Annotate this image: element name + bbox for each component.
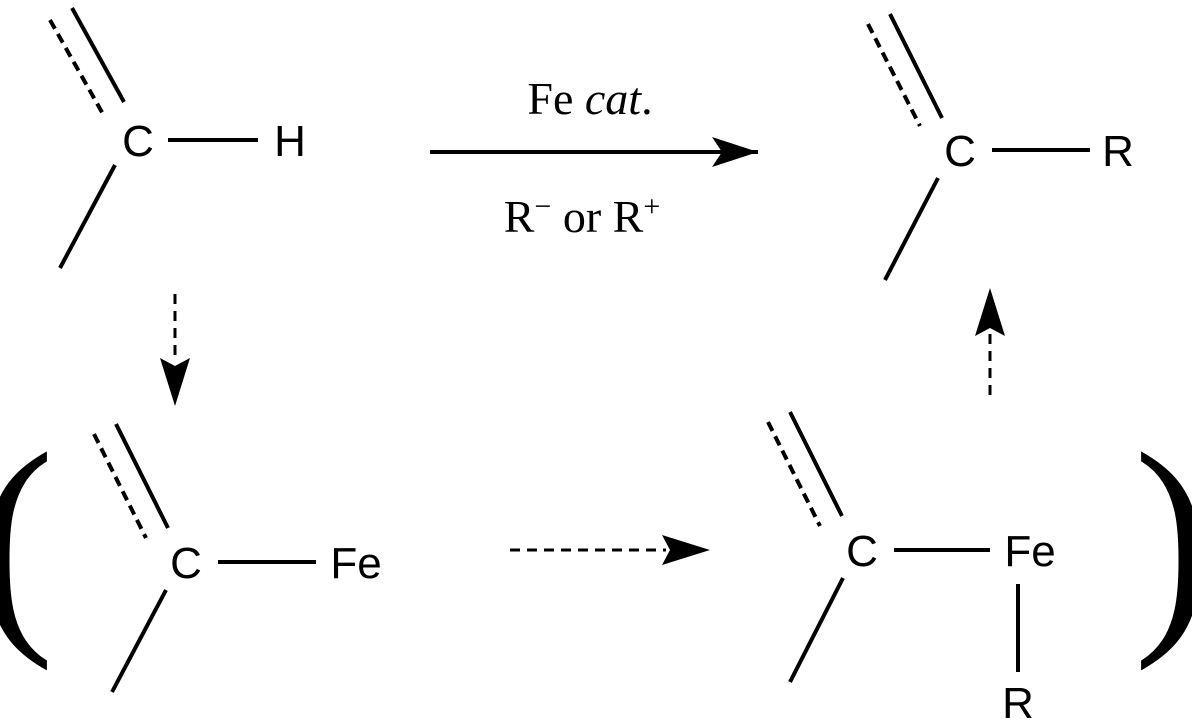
close-bracket: ) <box>1134 405 1192 672</box>
single-bond-down <box>788 577 845 683</box>
intermediate-brackets: ( ) <box>0 405 1192 672</box>
catalyst-label: Fe cat. <box>527 73 652 124</box>
open-bracket: ( <box>0 405 54 672</box>
double-bond-solid <box>70 7 126 103</box>
reagent-label: R− or R+ <box>504 190 661 243</box>
product-cr: C R <box>866 13 1134 281</box>
carbon-label: C <box>122 117 154 166</box>
hydrogen-label: H <box>274 117 306 166</box>
r-group-label: R <box>1102 127 1134 176</box>
carbon-label: C <box>170 539 202 588</box>
iron-label: Fe <box>1004 527 1055 576</box>
double-bond-dashed <box>48 19 105 115</box>
substrate-ch: C H <box>48 7 306 269</box>
carbon-label: C <box>846 527 878 576</box>
reaction-arrow: Fe cat. R− or R+ <box>430 73 758 242</box>
double-bond-solid <box>788 411 844 517</box>
carbon-label: C <box>944 127 976 176</box>
dashed-arrow-up <box>975 288 1005 400</box>
dashed-arrow-down <box>160 294 190 406</box>
double-bond-solid <box>114 423 170 529</box>
intermediate-cfer: C Fe R <box>766 411 1056 726</box>
double-bond-dashed <box>866 23 922 127</box>
arrowhead <box>662 535 710 565</box>
arrowhead <box>975 288 1005 336</box>
double-bond-solid <box>888 13 944 119</box>
iron-label: Fe <box>330 539 381 588</box>
arrowhead <box>160 358 190 406</box>
double-bond-dashed <box>766 421 822 527</box>
single-bond-down <box>58 164 117 269</box>
dashed-arrow-right <box>510 535 710 565</box>
intermediate-cfe: C Fe <box>92 423 382 693</box>
double-bond-dashed <box>92 433 148 539</box>
single-bond-down <box>110 589 168 693</box>
single-bond-down <box>883 177 940 281</box>
r-ligand-label: R <box>1002 679 1034 726</box>
